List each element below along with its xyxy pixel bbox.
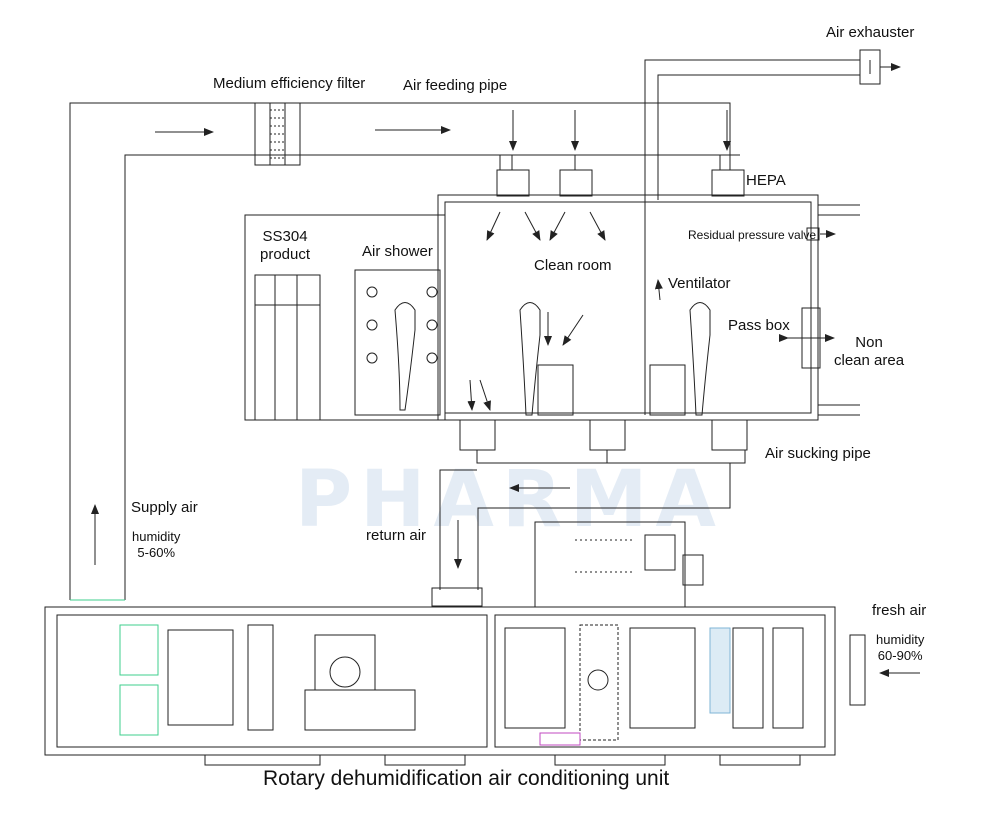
label-air-shower: Air shower — [362, 243, 433, 260]
supply-duct — [69, 102, 740, 600]
fresh-air-module — [534, 521, 704, 608]
return-boxes — [459, 419, 748, 451]
workbench-2 — [649, 364, 686, 416]
return-duct — [431, 450, 746, 607]
label-air-sucking-pipe: Air sucking pipe — [765, 445, 871, 462]
air-shower-nozzles — [366, 286, 438, 364]
label-non-clean-line1: Non — [855, 334, 883, 351]
watermark-text: PHARMA — [295, 455, 724, 545]
label-medium-filter: Medium efficiency filter — [213, 75, 366, 92]
label-non-clean-area: Non clean area — [834, 334, 904, 370]
label-humidity-fresh-line1: humidity — [876, 632, 925, 647]
label-supply-air: Supply air — [131, 499, 198, 516]
exhaust-duct — [644, 49, 901, 415]
label-humidity-fresh: humidity 60-90% — [876, 632, 924, 663]
label-humidity-supply-line2: 5-60% — [137, 544, 175, 560]
label-pass-box: Pass box — [728, 317, 790, 334]
label-clean-room: Clean room — [534, 257, 612, 274]
label-humidity-supply: humidity 5-60% — [132, 529, 180, 560]
label-ventilator: Ventilator — [668, 275, 731, 292]
ahu-sections — [167, 624, 804, 741]
label-air-feeding-pipe: Air feeding pipe — [403, 77, 508, 94]
label-ss304-line2: product — [260, 246, 311, 263]
magenta-motor — [539, 732, 581, 746]
green-filters — [70, 599, 159, 736]
fresh-air-inlet — [849, 634, 866, 706]
pass-box — [779, 307, 835, 369]
label-humidity-supply-line1: humidity — [132, 529, 181, 544]
label-humidity-fresh-line2: 60-90% — [877, 647, 923, 663]
label-ss304: SS304 product — [260, 228, 310, 264]
ss304-area — [244, 214, 446, 421]
label-air-exhauster: Air exhauster — [826, 24, 915, 41]
label-residual-valve: Residual pressure valve — [688, 228, 817, 242]
hepa-boxes — [496, 169, 745, 197]
label-hepa: HEPA — [746, 172, 786, 189]
blue-filter — [709, 627, 731, 714]
label-return-air: return air — [366, 527, 427, 544]
operator-figures — [394, 302, 711, 416]
medium-filter — [254, 102, 301, 166]
label-fresh-air: fresh air — [872, 602, 927, 619]
label-ss304-line1: SS304 — [262, 228, 308, 245]
diagram-title: Rotary dehumidification air conditioning… — [263, 767, 670, 790]
residual-valve — [806, 227, 820, 241]
ahu-casing — [44, 606, 836, 766]
label-non-clean-line2: clean area — [834, 352, 905, 369]
workbench-1 — [537, 364, 574, 416]
